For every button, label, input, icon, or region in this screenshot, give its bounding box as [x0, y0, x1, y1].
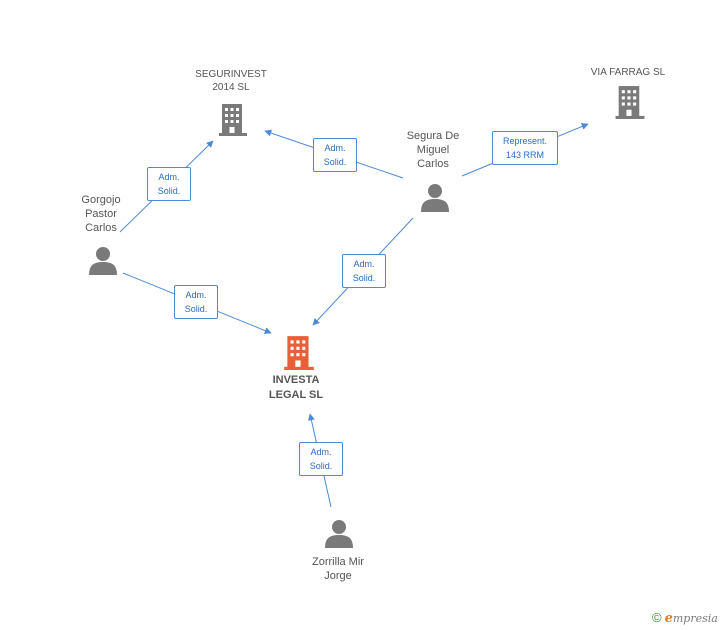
node-label-line: SEGURINVEST — [195, 69, 267, 80]
edge-label-line: Adm. — [353, 259, 375, 269]
node-label-line: 2014 SL — [212, 82, 250, 93]
node-label-segurinvest[interactable]: SEGURINVEST 2014 SL — [185, 68, 277, 94]
brand-footer[interactable]: ©empresia — [652, 610, 718, 626]
edge-label-gorgojo-segurinvest: Adm. Solid. — [147, 167, 191, 201]
node-label-line: Gorgojo — [81, 194, 121, 206]
edge-label-line: Solid. — [309, 461, 333, 471]
edge-label-line: Adm. — [158, 172, 180, 182]
edge-label-line: Represent. — [502, 136, 548, 146]
brand-logo: empresia — [664, 611, 718, 626]
edge-label-line: Solid. — [323, 157, 347, 167]
edge-label-line: Adm. — [310, 447, 332, 457]
copyright-icon: © — [652, 610, 662, 625]
edge-label-line: Solid. — [184, 304, 208, 314]
node-label-gorgojo[interactable]: Gorgojo Pastor Carlos — [68, 193, 134, 235]
node-label-segura[interactable]: Segura De Miguel Carlos — [395, 129, 471, 171]
edge-label-line: 143 RRM — [505, 150, 544, 160]
brand-initial: e — [664, 611, 673, 626]
node-label-line: Miguel — [416, 144, 450, 156]
edge-label-line: Adm. — [324, 143, 346, 153]
node-label-line: Segura De — [406, 130, 460, 142]
node-label-line: LEGAL SL — [268, 389, 324, 401]
edge-label-segura-viafarrag: Represent. 143 RRM — [492, 131, 558, 165]
person-icon-gorgojo — [89, 247, 117, 275]
edge-label-line: Solid. — [352, 273, 376, 283]
node-label-line: Pastor — [85, 208, 117, 220]
building-icon-segurinvest — [219, 104, 247, 136]
node-label-line: Jorge — [324, 570, 352, 582]
node-label-zorrilla[interactable]: Zorrilla Mir Jorge — [298, 555, 378, 583]
edge-label-line: Solid. — [157, 186, 181, 196]
node-label-line: Zorrilla Mir — [312, 556, 364, 568]
node-label-line: INVESTA — [272, 374, 320, 386]
building-icon-investa — [284, 336, 314, 370]
building-icon-via-farrag — [615, 86, 645, 119]
edge-label-line: Adm. — [185, 290, 207, 300]
person-icon-zorrilla — [325, 520, 353, 548]
edge-label-segura-segurinvest: Adm. Solid. — [313, 138, 357, 172]
node-label-line: VIA FARRAG SL — [590, 67, 666, 78]
brand-name: mpresia — [672, 612, 718, 625]
node-label-via-farrag[interactable]: VIA FARRAG SL — [578, 66, 678, 79]
person-icon-segura — [421, 184, 449, 212]
node-label-line: Carlos — [85, 222, 117, 234]
edge-label-gorgojo-investa: Adm. Solid. — [174, 285, 218, 319]
node-label-line: Carlos — [417, 158, 449, 170]
edge-label-zorrilla-investa: Adm. Solid. — [299, 442, 343, 476]
edge-label-segura-investa: Adm. Solid. — [342, 254, 386, 288]
node-label-investa[interactable]: INVESTA LEGAL SL — [256, 373, 336, 403]
